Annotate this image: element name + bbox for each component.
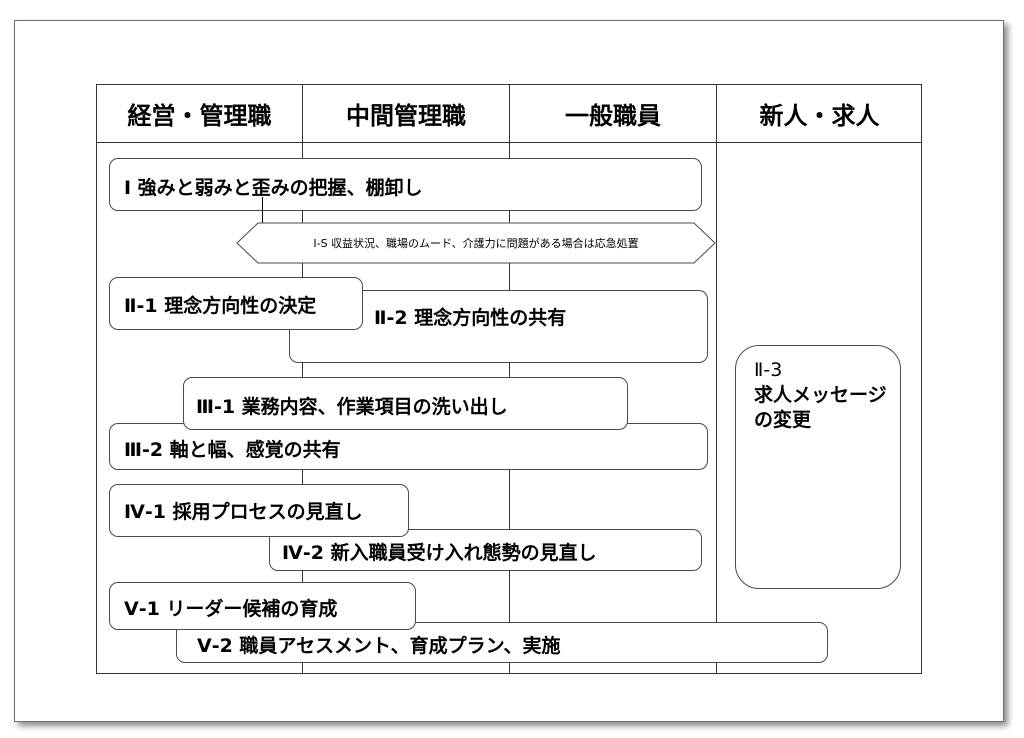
column-header-middle-managers: 中間管理職: [346, 102, 466, 130]
task-label-4-1: Ⅳ-1 採用プロセスの見直し: [124, 501, 363, 523]
task-label-2-2: Ⅱ-2 理念方向性の共有: [374, 307, 567, 329]
task-label-2-3-line2: の変更: [754, 409, 812, 431]
task-label-5-2: Ⅴ-2 職員アセスメント、育成プラン、実施: [197, 635, 561, 657]
task-number-2-3: Ⅱ-3: [754, 359, 783, 381]
header-divider: [96, 142, 922, 143]
column-header-executives: 経営・管理職: [127, 102, 272, 130]
task-box-2-3: Ⅱ-3 求人メッセージ の変更: [735, 345, 901, 589]
task-label-3-2: Ⅲ-2 軸と幅、感覚の共有: [124, 439, 341, 461]
task-box-2-1: Ⅱ-1 理念方向性の決定: [109, 277, 363, 330]
task-label-3-1: Ⅲ-1 業務内容、作業項目の洗い出し: [196, 396, 508, 418]
task-box-5-1: Ⅴ-1 リーダー候補の育成: [109, 582, 416, 630]
task-box-1: Ⅰ 強みと弱みと歪みの把握、棚卸し: [109, 158, 702, 211]
task-label-2-1: Ⅱ-1 理念方向性の決定: [124, 295, 317, 317]
connector-arrow-line: [262, 197, 263, 230]
task-label-4-2: Ⅳ-2 新入職員受け入れ態勢の見直し: [282, 542, 597, 564]
task-label-1: Ⅰ 強みと弱みと歪みの把握、棚卸し: [124, 177, 423, 199]
task-box-4-1: Ⅳ-1 採用プロセスの見直し: [109, 484, 409, 537]
task-label-2-3-line1: 求人メッセージ: [754, 384, 887, 406]
task-box-4-2: Ⅳ-2 新入職員受け入れ態勢の見直し: [269, 529, 702, 571]
hexagon-shape: [236, 222, 716, 264]
task-box-3-2: Ⅲ-2 軸と幅、感覚の共有: [109, 423, 708, 470]
column-header-newcomers-recruiting: 新人・求人: [759, 102, 880, 130]
task-label-1s: Ⅰ-S 収益状況、職場のムード、介護力に問題がある場合は応急処置: [313, 237, 639, 250]
task-label-5-1: Ⅴ-1 リーダー候補の育成: [124, 598, 338, 620]
column-header-general-staff: 一般職員: [565, 102, 661, 130]
column-divider: [716, 84, 717, 674]
task-box-3-1: Ⅲ-1 業務内容、作業項目の洗い出し: [183, 377, 628, 430]
